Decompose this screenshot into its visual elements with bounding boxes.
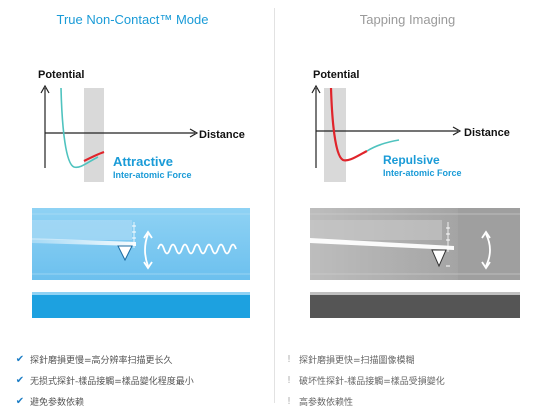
y-axis-label: Potential bbox=[313, 69, 359, 81]
exclamation-icon: ! bbox=[286, 396, 291, 407]
panel-divider bbox=[274, 8, 275, 403]
non-contact-mode-title: True Non-Contact™ Mode bbox=[56, 12, 209, 27]
list-item: ✔ 探針磨損更慢=高分辨率扫描更长久 bbox=[15, 354, 173, 366]
repulsive-potential-graph: Potential Distance Repulsive Inter-atomi… bbox=[311, 69, 510, 182]
non-contact-panel: True Non-Contact™ Mode Potential Distanc… bbox=[0, 0, 275, 411]
exclamation-icon: ! bbox=[286, 375, 291, 386]
sample-surface-edge bbox=[32, 292, 250, 295]
tapping-panel: Tapping Imaging Potential Distance Repul… bbox=[275, 0, 550, 411]
force-sub-label: Inter-atomic Force bbox=[113, 170, 192, 180]
x-axis-label: Distance bbox=[199, 129, 245, 141]
exclamation-icon: ! bbox=[286, 354, 291, 365]
y-axis-label: Potential bbox=[38, 69, 84, 81]
attractive-region-curve bbox=[83, 150, 105, 162]
cantilever-holder bbox=[310, 220, 442, 240]
x-axis-arrow-icon bbox=[189, 128, 199, 138]
check-icon: ✔ bbox=[15, 354, 25, 365]
probe-tip bbox=[431, 249, 447, 268]
potential-curve bbox=[366, 139, 400, 152]
list-item: ! 破坏性探針-樣品接觸=樣品受損變化 bbox=[283, 370, 445, 391]
x-axis-arrow-icon bbox=[452, 126, 462, 136]
y-axis-arrow-icon bbox=[40, 84, 50, 94]
non-contact-benefits-list: ✔ 探針磨損更慢=高分辨率扫描更长久 ✔ 无损式探針-樣品接觸=樣品變化程度最小… bbox=[14, 349, 194, 412]
force-sub-label: Inter-atomic Force bbox=[383, 168, 462, 178]
repulsive-region-curve bbox=[329, 87, 368, 162]
list-item: ✔ 避免参数依赖 bbox=[15, 396, 85, 408]
x-axis-label: Distance bbox=[464, 127, 510, 139]
cantilever bbox=[32, 238, 136, 246]
vibration-arrow-icon bbox=[144, 233, 149, 267]
check-icon: ✔ bbox=[15, 396, 25, 407]
cantilever-holder bbox=[32, 220, 132, 240]
non-contact-illustration bbox=[32, 208, 250, 318]
list-item: ✔ 无损式探針-樣品接觸=樣品變化程度最小 bbox=[15, 375, 194, 387]
check-icon: ✔ bbox=[15, 375, 25, 386]
probe-tip bbox=[117, 245, 133, 262]
attractive-potential-graph: Potential Distance Attractive Inter-atom… bbox=[38, 69, 245, 182]
potential-curve bbox=[60, 87, 99, 169]
y-axis-arrow-icon bbox=[311, 84, 321, 94]
force-type-label: Repulsive bbox=[383, 153, 440, 167]
list-item: ! 探針磨損更快=扫描圖像模糊 bbox=[283, 349, 445, 370]
sample-surface bbox=[310, 294, 520, 318]
scan-background bbox=[32, 208, 250, 280]
interaction-zone bbox=[84, 88, 104, 182]
force-type-label: Attractive bbox=[113, 154, 173, 169]
tapping-illustration bbox=[310, 208, 520, 318]
tapping-drawbacks-list: ! 探針磨損更快=扫描圖像模糊 ! 破坏性探針-樣品接觸=樣品受損變化 ! 高参… bbox=[283, 349, 445, 412]
sample-surface bbox=[32, 294, 250, 318]
vibration-arrow-icon bbox=[485, 233, 491, 267]
oscillation-wave bbox=[157, 243, 237, 255]
list-item: ! 高参数依赖性 bbox=[283, 391, 445, 412]
tapping-mode-title: Tapping Imaging bbox=[359, 12, 456, 27]
sample-surface-edge bbox=[310, 292, 520, 295]
cantilever bbox=[310, 238, 454, 250]
